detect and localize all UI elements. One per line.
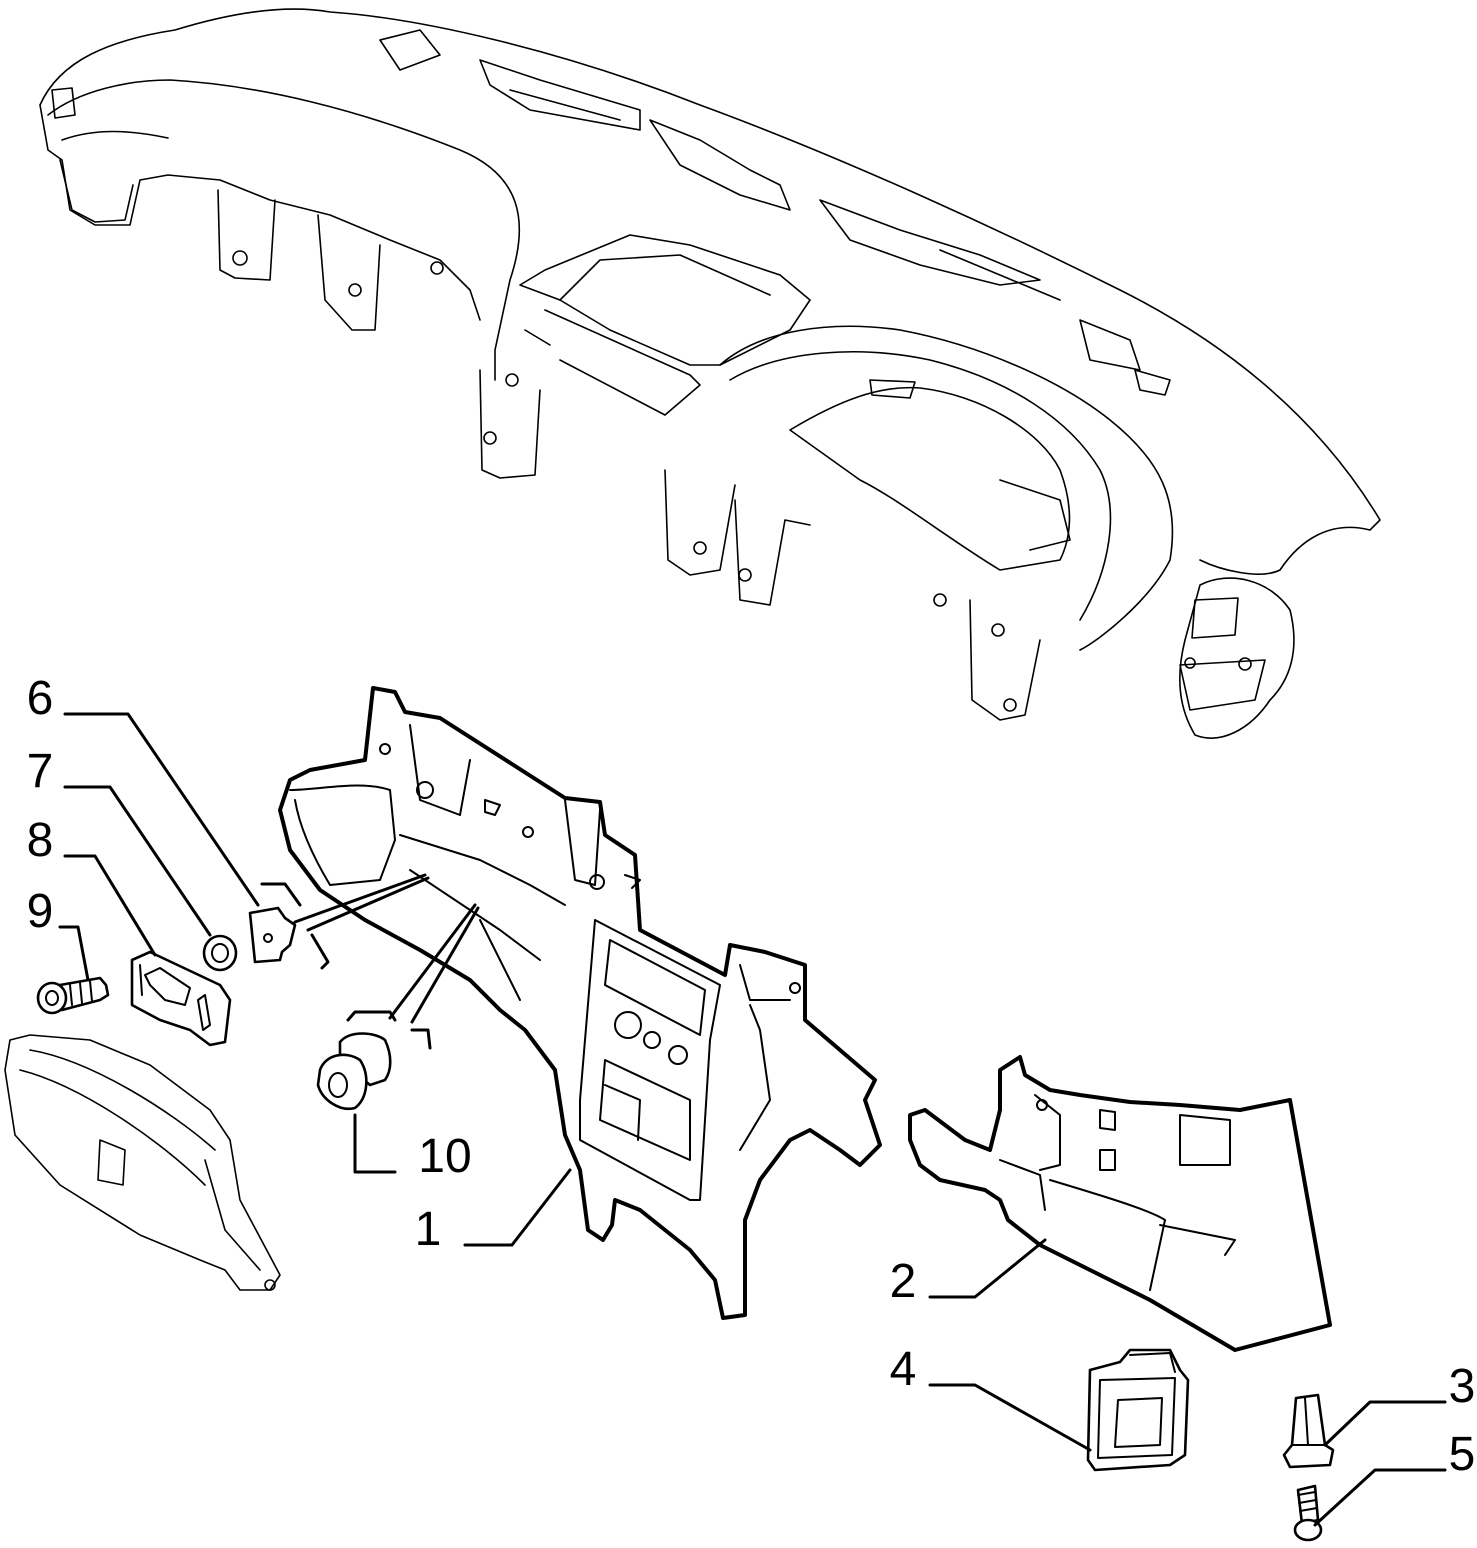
part-3-clip xyxy=(1282,1393,1335,1469)
callout-labels: 6 7 8 9 10 1 2 4 3 5 xyxy=(27,672,1476,1481)
leader-8 xyxy=(63,854,157,957)
tick-6-b xyxy=(310,933,330,970)
leader-5 xyxy=(1313,1468,1447,1527)
callout-10: 10 xyxy=(418,1130,471,1183)
part-2-right-panel xyxy=(908,1055,1332,1352)
part-8-latch-bracket xyxy=(130,950,232,1047)
callout-9: 9 xyxy=(27,885,54,938)
glovebox-lid xyxy=(4,1034,281,1291)
leader-2 xyxy=(928,1238,1047,1299)
part-9-bolt xyxy=(36,976,110,1015)
part-10-bump-stop xyxy=(316,1032,392,1111)
leader-1 xyxy=(463,1168,572,1247)
leader-10 xyxy=(353,1113,397,1174)
leader-4 xyxy=(928,1383,1092,1452)
leader-10-to-panel-b xyxy=(410,906,480,1024)
tick-6-a xyxy=(260,882,302,907)
part-6-clip-nut xyxy=(248,906,297,964)
part-7-washer xyxy=(202,934,238,972)
leader-6 xyxy=(63,712,260,907)
callout-2: 2 xyxy=(890,1255,917,1308)
callout-6: 6 xyxy=(27,672,54,725)
leader-6-to-panel-b xyxy=(306,876,430,932)
dashboard-assembly-outline xyxy=(39,8,1381,739)
callout-3: 3 xyxy=(1449,1360,1476,1413)
part-4-bezel xyxy=(1086,1348,1190,1472)
leader-3 xyxy=(1323,1400,1447,1447)
callout-5: 5 xyxy=(1449,1428,1476,1481)
part-1-lower-panel xyxy=(278,686,882,1320)
leader-7 xyxy=(63,785,212,937)
callout-7: 7 xyxy=(27,745,54,798)
callout-8: 8 xyxy=(27,814,54,867)
tick-10-b xyxy=(410,1028,432,1050)
leader-10-to-panel xyxy=(388,903,477,1020)
callout-1: 1 xyxy=(415,1203,442,1256)
leader-6-to-panel xyxy=(293,873,427,924)
tick-10-a xyxy=(346,1010,397,1022)
leader-lines xyxy=(58,712,1447,1527)
part-5-screw xyxy=(1293,1484,1323,1542)
leader-9 xyxy=(58,925,90,982)
callout-4: 4 xyxy=(890,1343,917,1396)
